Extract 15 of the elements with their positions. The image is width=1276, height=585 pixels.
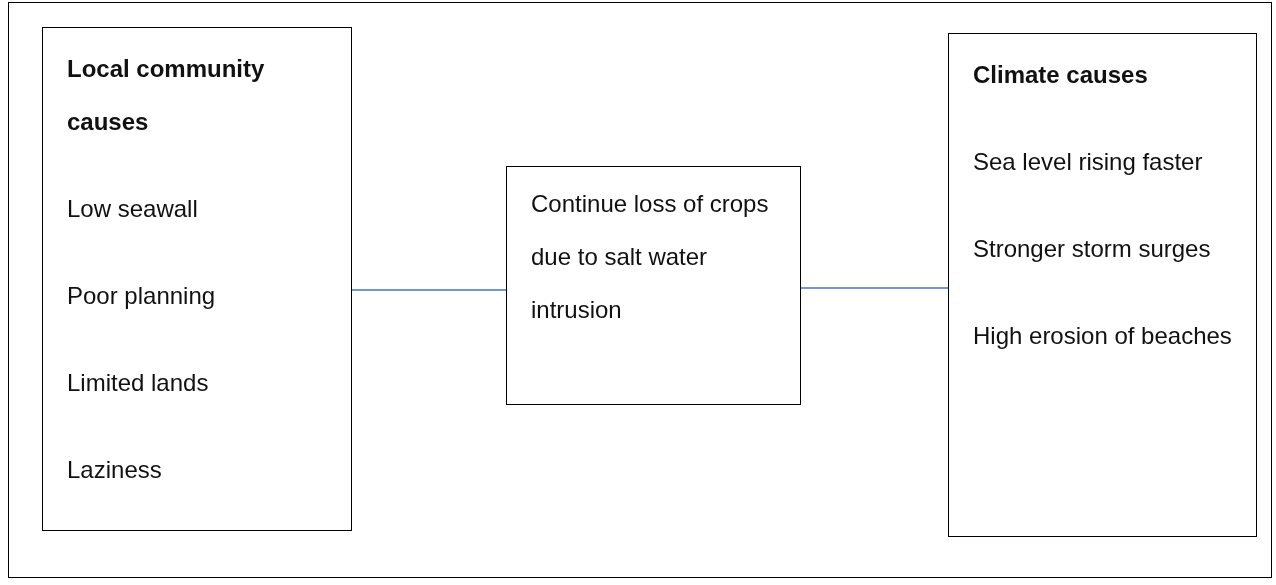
list-heading: Local community causes — [67, 54, 266, 137]
list-heading: Climate causes — [973, 60, 1149, 90]
cause-list-box — [42, 27, 352, 531]
cause-item: Poor planning — [67, 281, 217, 311]
cause-list-box — [948, 33, 1257, 537]
cause-item: High erosion of beaches — [973, 321, 1233, 351]
connector-line — [351, 289, 507, 291]
effect-box — [506, 166, 801, 405]
cause-item: Laziness — [67, 455, 163, 485]
cause-item: Sea level rising faster — [973, 147, 1204, 177]
connector-line — [800, 287, 949, 289]
cause-item: Stronger storm surges — [973, 234, 1212, 264]
cause-item: Low seawall — [67, 194, 199, 224]
cause-item: Limited lands — [67, 368, 210, 398]
effect-text: Continue loss of crops due to salt water intrusion — [531, 189, 770, 325]
